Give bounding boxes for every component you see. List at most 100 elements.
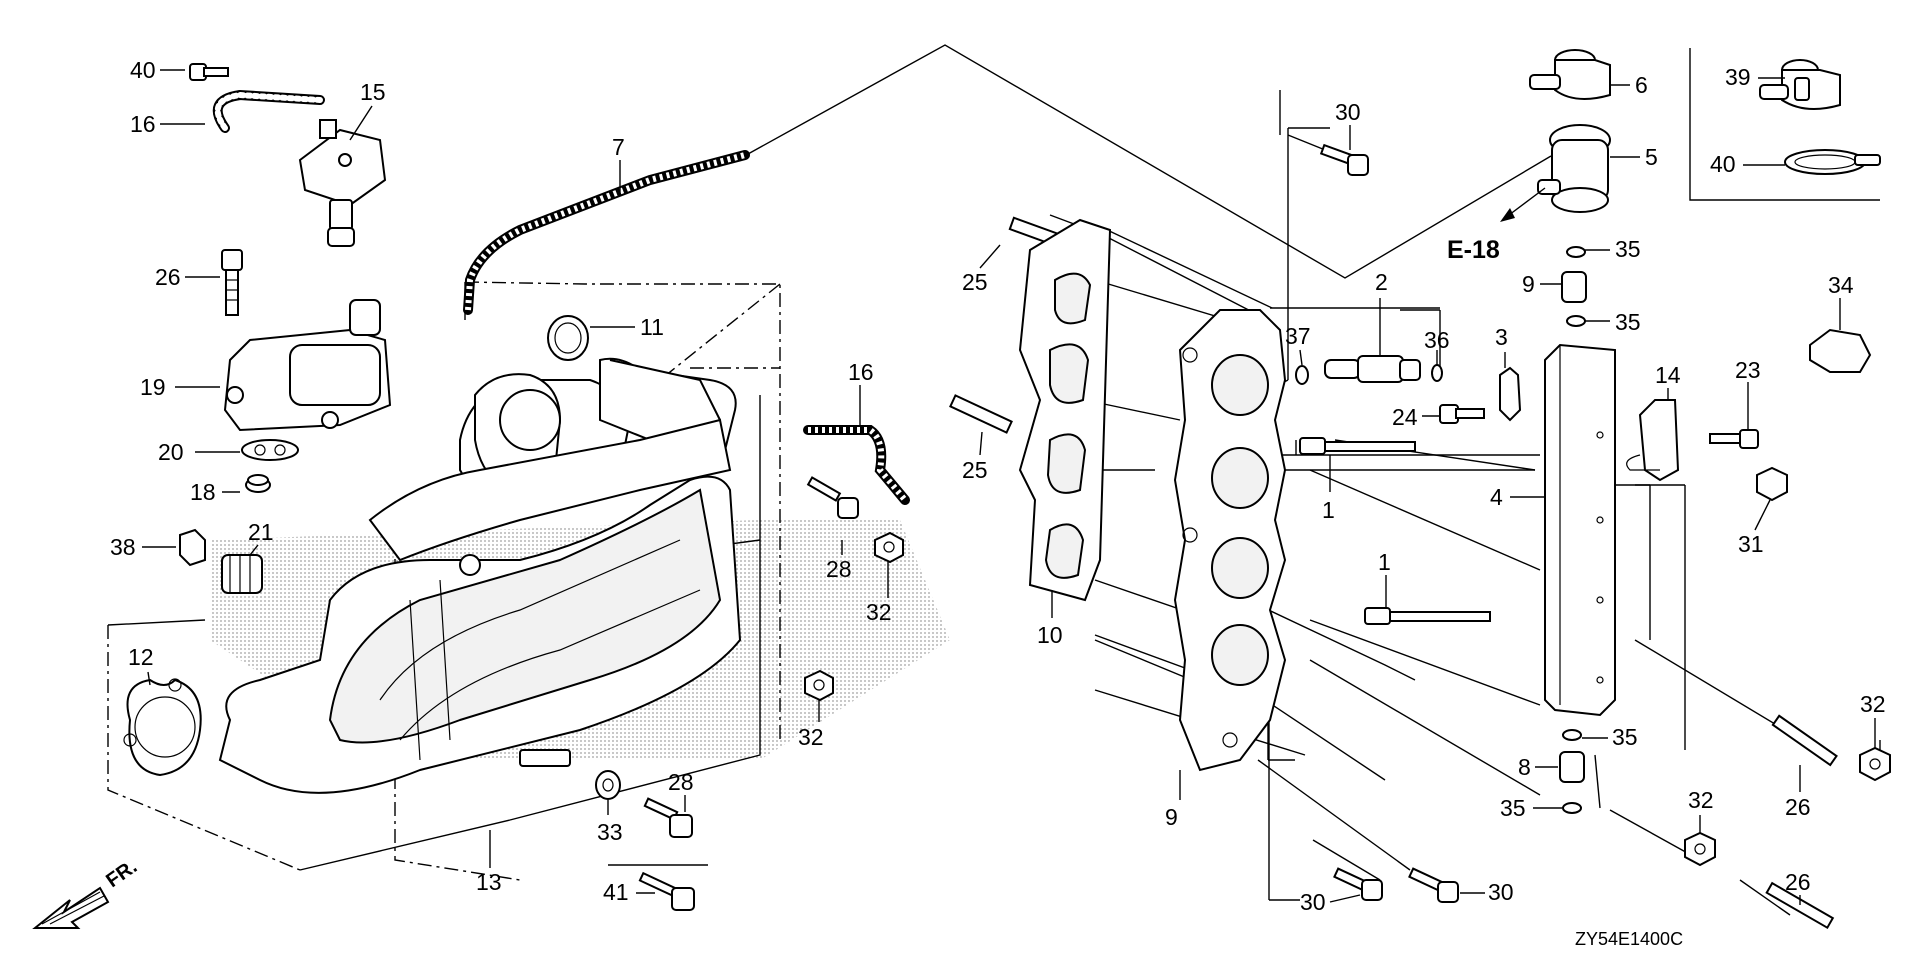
callout-1a: 1 <box>1322 497 1335 523</box>
nut-32b <box>804 669 834 702</box>
callout-26b: 26 <box>1785 869 1811 895</box>
oring-35b <box>1566 315 1586 327</box>
callout-2: 2 <box>1375 269 1388 295</box>
hose-7 <box>463 150 750 315</box>
washer-33 <box>595 770 621 800</box>
callout-32c: 32 <box>1860 691 1886 717</box>
callout-32d: 32 <box>1688 787 1714 813</box>
front-label: FR. <box>102 856 141 893</box>
nut-31 <box>1756 466 1788 502</box>
callout-21: 20 <box>158 439 184 465</box>
oring-12 <box>547 315 589 361</box>
gasket-13 <box>123 678 202 777</box>
valve-20 <box>223 299 392 432</box>
callout-34: 34 <box>1828 272 1854 298</box>
gasket-21 <box>241 439 299 461</box>
callout-28b: 28 <box>668 769 694 795</box>
bolt-30c <box>1408 867 1459 903</box>
bolt-30b <box>1333 867 1383 901</box>
bolt-27 <box>189 63 229 81</box>
oring-35c <box>1562 729 1582 741</box>
callout-13: 12 <box>128 644 154 670</box>
cap-39 <box>1759 59 1841 110</box>
nut-32a <box>874 531 904 564</box>
clip-3 <box>1499 366 1522 422</box>
callout-6: 6 <box>1635 72 1648 98</box>
stud-25b <box>949 394 1013 434</box>
regulator-5 <box>1537 124 1611 213</box>
diagram-code: ZY54E1400C <box>1575 929 1683 949</box>
bolt-23 <box>1709 429 1759 449</box>
callout-26a: 26 <box>1785 794 1811 820</box>
callout-24: 24 <box>1392 404 1418 430</box>
callouts: 40 16 15 7 26 11 19 16 20 18 38 21 28 32… <box>102 57 1885 949</box>
callout-29: 26 <box>155 264 181 290</box>
callout-35d: 35 <box>1500 795 1526 821</box>
clamp-40 <box>1784 149 1881 175</box>
stud-26b <box>1765 881 1835 930</box>
callout-23: 23 <box>1735 357 1761 383</box>
ref-label: E-18 <box>1447 236 1500 264</box>
callout-32b: 32 <box>798 724 824 750</box>
callout-30b: 30 <box>1300 889 1326 915</box>
callout-30c: 30 <box>1488 879 1514 905</box>
front-arrow-icon <box>32 886 110 929</box>
clamp-34 <box>1809 328 1872 373</box>
callout-9: 9 <box>1522 271 1535 297</box>
callout-4: 4 <box>1490 484 1503 510</box>
ref-arrow <box>1500 187 1546 222</box>
callout-32a: 32 <box>866 599 892 625</box>
callout-39: 39 <box>1725 64 1751 90</box>
damper-8 <box>1559 751 1585 783</box>
oring-37 <box>1295 365 1309 385</box>
callout-10: 9 <box>1165 804 1178 830</box>
callout-33: 33 <box>597 819 623 845</box>
cap-38 <box>179 528 206 567</box>
callout-11: 10 <box>1037 622 1063 648</box>
oring-35a <box>1566 246 1586 258</box>
callout-16: 15 <box>360 79 386 105</box>
callout-30a: 30 <box>1335 99 1361 125</box>
bolt-24 <box>1439 404 1485 424</box>
nut-32c <box>1859 746 1891 782</box>
bolt-28a <box>806 476 859 519</box>
callout-28a: 28 <box>826 556 852 582</box>
stud-1b <box>1364 607 1491 625</box>
gasket-11 <box>1018 218 1112 602</box>
callout-25a: 25 <box>962 269 988 295</box>
callout-22: 21 <box>248 519 274 545</box>
bolt-30a <box>1319 143 1369 176</box>
callout-35a: 35 <box>1615 236 1641 262</box>
intake-manifold-14 <box>218 357 742 794</box>
callout-3: 3 <box>1495 324 1508 350</box>
callout-8: 8 <box>1518 754 1531 780</box>
bolt-28b <box>643 797 693 838</box>
callout-14: 13 <box>476 869 502 895</box>
oring-35d <box>1562 802 1582 814</box>
nut-32d <box>1684 831 1716 867</box>
hose-18 <box>212 89 325 133</box>
fuel-rail-4 <box>1544 343 1616 717</box>
callout-37: 37 <box>1285 323 1311 349</box>
cap-6 <box>1529 49 1611 100</box>
callout-20: 19 <box>140 374 166 400</box>
callout-15: 14 <box>1655 362 1681 388</box>
bolt-29 <box>221 249 243 316</box>
callout-31: 31 <box>1738 531 1764 557</box>
callout-27: 40 <box>130 57 156 83</box>
callout-18: 16 <box>130 111 156 137</box>
callout-35b: 35 <box>1615 309 1641 335</box>
hose-17 <box>803 425 910 505</box>
collar-19 <box>245 474 271 493</box>
callout-12: 11 <box>640 314 664 340</box>
callout-35c: 35 <box>1612 724 1638 750</box>
callout-25b: 25 <box>962 457 988 483</box>
bracket-15 <box>1626 399 1680 482</box>
damper-9 <box>1561 271 1587 303</box>
injector-2 <box>1324 355 1421 383</box>
grommet-22 <box>221 554 263 594</box>
inset-box <box>1689 48 1880 201</box>
callout-19: 18 <box>190 479 216 505</box>
callout-7: 7 <box>612 134 625 160</box>
